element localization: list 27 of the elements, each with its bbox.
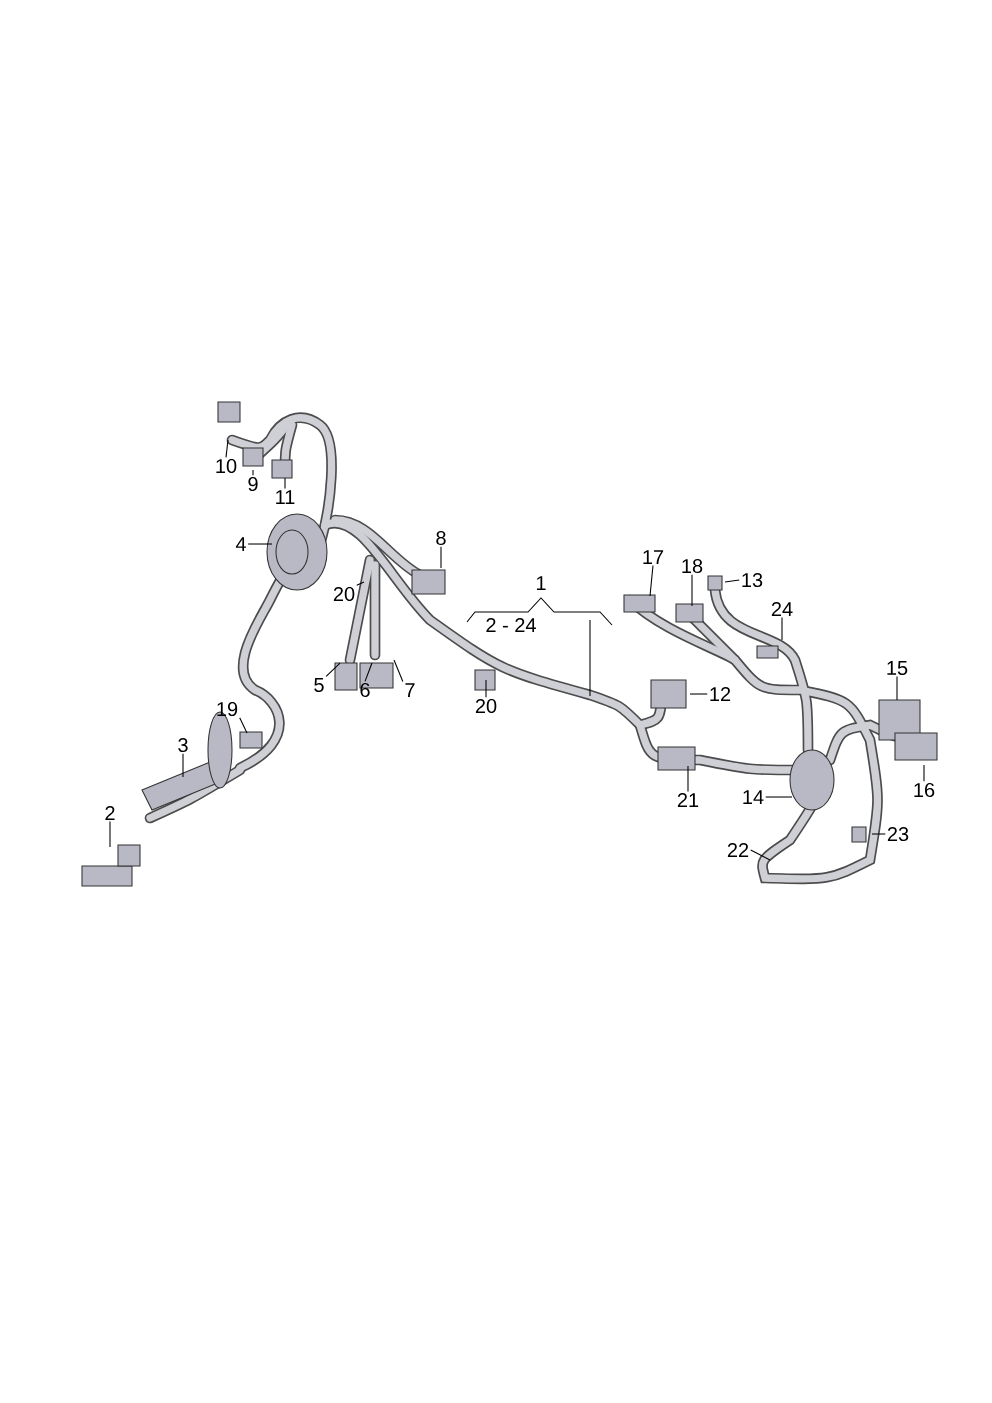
leader-line [247,543,273,545]
wiring-harness-drawing [81,401,938,887]
leader-line [356,581,365,586]
leader-line [871,833,886,835]
callout-number: 1 [536,576,546,590]
callout-number: 2 - 24 [486,618,536,632]
leader-line [923,764,925,782]
leader-line [896,676,898,701]
leader-line [182,753,184,778]
leader-line [649,564,654,597]
leader-line [225,439,229,458]
leader-line [765,796,793,798]
leader-line [109,821,111,848]
leader-line [485,679,487,698]
leader-line [239,717,248,734]
leader-line [440,546,442,569]
leader-line [252,469,254,476]
leader-line [325,662,341,677]
leader-line [691,574,693,607]
leader-line [687,765,689,792]
leader-line [781,617,783,641]
leader-line [284,477,286,490]
leader-line [689,693,708,695]
leader-line [364,662,373,682]
leader-line [393,659,404,683]
leader-line [724,579,740,583]
leader-line [750,849,771,861]
